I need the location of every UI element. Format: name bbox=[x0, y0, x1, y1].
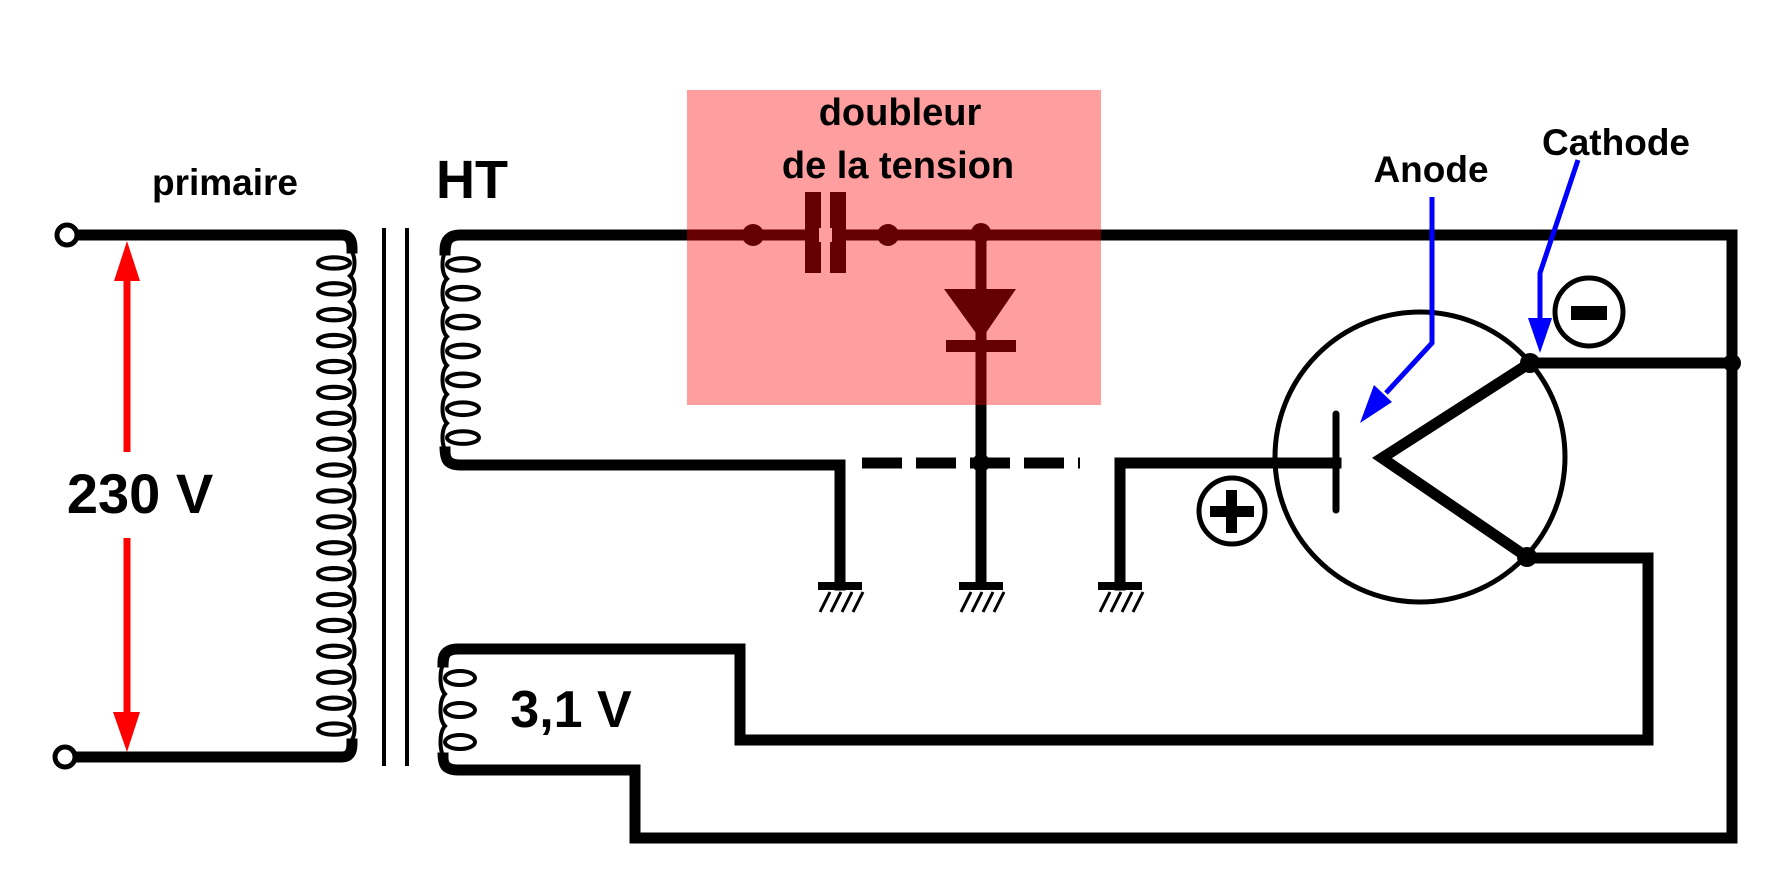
coil-turn bbox=[316, 514, 352, 530]
voltage-arrow-up-head bbox=[114, 241, 140, 281]
coil-turn bbox=[316, 255, 352, 271]
coil-turn bbox=[316, 488, 352, 504]
junction-node-right bbox=[1723, 354, 1741, 372]
voltage-arrow bbox=[113, 241, 140, 752]
coil-turn bbox=[445, 429, 481, 446]
coil-turn bbox=[443, 700, 477, 720]
ht-label: HT bbox=[436, 150, 508, 210]
coil-turn bbox=[316, 695, 352, 711]
anode-pointer-arrow bbox=[1360, 197, 1435, 423]
coil-turn bbox=[316, 307, 352, 323]
diode-triangle bbox=[944, 289, 1016, 340]
tube-envelope bbox=[1272, 309, 1568, 605]
ht-top-wire bbox=[439, 229, 1738, 844]
cathode-node-bottom bbox=[1517, 547, 1537, 567]
coil-turn bbox=[445, 371, 481, 389]
ht-bottom-wire bbox=[439, 446, 846, 591]
capacitor-plate-left bbox=[805, 192, 821, 273]
ground-icon bbox=[959, 582, 1006, 613]
mains-terminal-bottom bbox=[52, 744, 78, 770]
coil-turn bbox=[445, 313, 481, 331]
diode-bar bbox=[946, 340, 1016, 352]
capacitor-gap bbox=[819, 228, 832, 242]
minus-sign-icon bbox=[1552, 275, 1626, 349]
cathode-filament bbox=[1372, 358, 1533, 562]
cathode-label: Cathode bbox=[1542, 122, 1690, 163]
capacitor-plate-right bbox=[830, 192, 846, 273]
doubler-highlight-box bbox=[687, 90, 1101, 405]
doubler-label-line1: doubleur bbox=[819, 92, 982, 134]
anode-label: Anode bbox=[1373, 149, 1488, 190]
ground-symbols bbox=[818, 582, 1145, 613]
coil-spine bbox=[440, 248, 450, 454]
diode-node bbox=[971, 223, 991, 243]
coil-turn bbox=[316, 643, 352, 660]
coil-turn bbox=[316, 721, 352, 737]
doubler-components bbox=[687, 192, 1101, 405]
capacitor-node-left bbox=[742, 224, 764, 246]
ground-icon bbox=[818, 582, 865, 613]
primary-label: primaire bbox=[152, 162, 298, 203]
coil-turn bbox=[316, 281, 352, 297]
coil-turn bbox=[316, 332, 352, 349]
ht-winding bbox=[440, 248, 481, 454]
coil-spine bbox=[346, 248, 357, 744]
coil-turn bbox=[445, 342, 481, 360]
coil-turn bbox=[316, 617, 352, 634]
coil-turn bbox=[316, 669, 352, 685]
primary-bottom-wire bbox=[69, 738, 358, 763]
mains-terminal-top bbox=[54, 222, 80, 248]
coil-turn bbox=[316, 384, 352, 401]
coil-spine bbox=[438, 660, 448, 760]
coil-turn bbox=[443, 668, 477, 688]
coil-turn bbox=[443, 732, 477, 752]
plus-sign-icon bbox=[1196, 475, 1268, 547]
coil-turn bbox=[316, 358, 352, 375]
primary-winding bbox=[316, 248, 357, 744]
vacuum-tube bbox=[1272, 309, 1741, 605]
coil-turn bbox=[445, 284, 481, 302]
ground-icon bbox=[1098, 582, 1145, 613]
filament-voltage-label: 3,1 V bbox=[510, 681, 632, 739]
junction-node-middle bbox=[972, 454, 990, 472]
coil-turn bbox=[445, 256, 481, 273]
coil-turn bbox=[316, 462, 352, 478]
coil-turn bbox=[316, 540, 352, 556]
coil-turn bbox=[316, 410, 352, 427]
primary-circuit bbox=[52, 222, 358, 770]
doubler-label-line2: de la tension bbox=[782, 145, 1014, 187]
cathode-pointer-arrow bbox=[1528, 159, 1581, 353]
capacitor-node-right bbox=[877, 224, 899, 246]
primary-top-wire bbox=[69, 229, 358, 254]
mains-voltage-label: 230 V bbox=[67, 462, 213, 525]
filament-wire-1 bbox=[437, 552, 1654, 746]
voltage-arrow-down-head bbox=[113, 712, 140, 752]
filament-wire-2 bbox=[437, 752, 706, 844]
anode-supply-wire bbox=[1114, 457, 1342, 591]
coil-turn bbox=[445, 400, 481, 418]
filament-winding bbox=[438, 660, 477, 760]
coil-turn bbox=[316, 565, 352, 582]
coil-turn bbox=[316, 436, 352, 452]
coil-turn bbox=[316, 591, 352, 608]
